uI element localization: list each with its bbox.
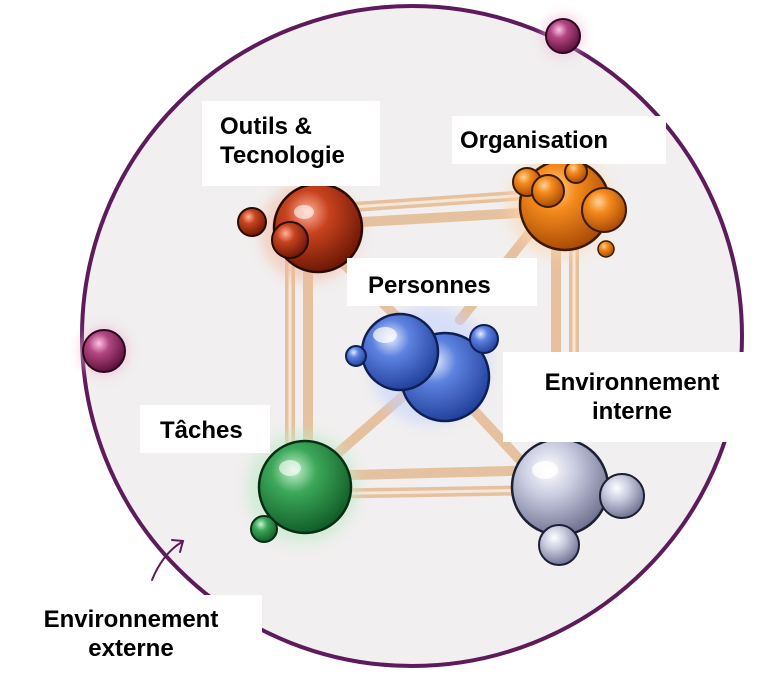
label-organisation-text: Organisation <box>460 127 609 154</box>
label-tools-line-2: Tecnologie <box>220 142 345 169</box>
label-people: Personnes <box>368 271 491 300</box>
label-bg-people <box>347 258 537 306</box>
label-internal-environment: Environnement interne <box>520 368 744 426</box>
label-tasks: Tâches <box>160 416 243 445</box>
organisation-molecule <box>508 153 627 258</box>
internal-environment-molecule <box>510 437 645 566</box>
label-external-line-2: externe <box>88 635 174 662</box>
label-tasks-text: Tâches <box>160 417 243 444</box>
label-tools-line-1: Outils & <box>220 113 313 140</box>
label-bg-tools <box>202 101 380 186</box>
tools-molecule <box>237 182 364 282</box>
label-internal-line-2: interne <box>591 398 672 425</box>
label-tools: Outils & Tecnologie <box>220 112 345 170</box>
external-sphere-left <box>80 327 128 375</box>
label-internal-line-1: Environnement <box>544 369 720 396</box>
people-molecule <box>345 305 499 425</box>
label-bg-external <box>0 595 262 674</box>
label-external-environment: Environnement externe <box>18 605 244 663</box>
tasks-molecule <box>246 432 358 544</box>
label-bg-internal <box>503 352 759 442</box>
label-bg-tasks <box>140 405 270 453</box>
label-people-text: Personnes <box>368 272 491 299</box>
external-sphere-top <box>543 16 583 56</box>
label-external-line-1: Environnement <box>43 606 219 633</box>
label-organisation: Organisation <box>460 126 608 155</box>
label-bg-organisation <box>452 116 666 164</box>
arrow-icon <box>151 539 185 581</box>
